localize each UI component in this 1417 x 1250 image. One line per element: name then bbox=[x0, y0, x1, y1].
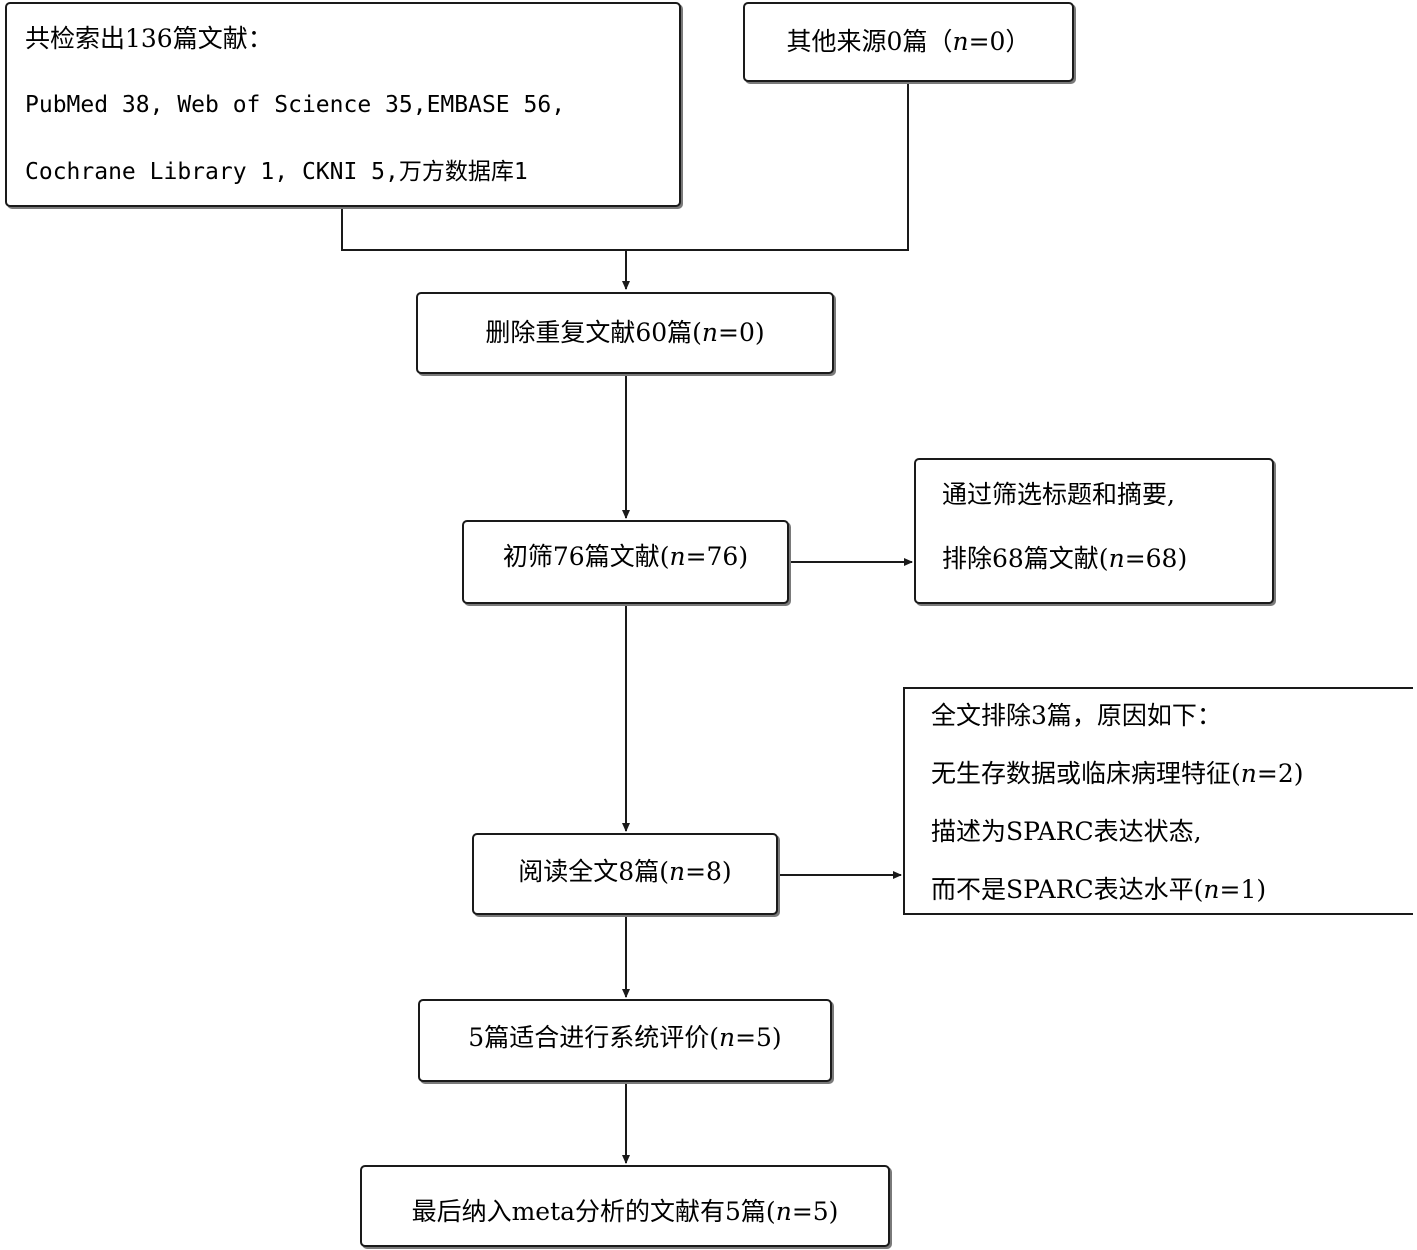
title-abstract-exclusion-count: 排除68篇文献(n=68) bbox=[942, 544, 1188, 573]
deduplication-text: 删除重复文献60篇(n=0) bbox=[485, 318, 765, 347]
full-text-exclusion-reason-2b: 而不是SPARC表达水平(n=1) bbox=[931, 875, 1267, 904]
search-results-box: 共检索出136篇文献： PubMed 38, Web of Science 35… bbox=[5, 2, 681, 207]
initial-screening-text: 初筛76篇文献(n=76) bbox=[502, 542, 749, 571]
full-text-exclusion-reason-1: 无生存数据或临床病理特征(n=2) bbox=[931, 759, 1304, 788]
search-databases-line1: PubMed 38, Web of Science 35,EMBASE 56, bbox=[25, 92, 566, 118]
other-sources-text: 其他来源0篇（n=0） bbox=[786, 27, 1031, 56]
initial-screening-box: 初筛76篇文献(n=76) bbox=[462, 520, 789, 604]
full-text-exclusion-box: 全文排除3篇，原因如下： 无生存数据或临床病理特征(n=2) 描述为SPARC表… bbox=[903, 687, 1413, 915]
systematic-review-box: 5篇适合进行系统评价(n=5) bbox=[418, 999, 832, 1082]
title-abstract-exclusion-box: 通过筛选标题和摘要, 排除68篇文献(n=68) bbox=[914, 458, 1274, 604]
title-abstract-exclusion-reason: 通过筛选标题和摘要, bbox=[942, 480, 1175, 509]
full-text-box: 阅读全文8篇(n=8) bbox=[472, 833, 778, 915]
deduplication-box: 删除重复文献60篇(n=0) bbox=[416, 292, 834, 374]
full-text-exclusion-reason-2a: 描述为SPARC表达状态, bbox=[931, 817, 1202, 846]
search-databases-line2: Cochrane Library 1, CKNI 5,万方数据库1 bbox=[25, 159, 528, 185]
systematic-review-text: 5篇适合进行系统评价(n=5) bbox=[468, 1023, 782, 1052]
full-text-text: 阅读全文8篇(n=8) bbox=[518, 857, 732, 886]
meta-analysis-box: 最后纳入meta分析的文献有5篇(n=5) bbox=[360, 1165, 890, 1247]
full-text-exclusion-title: 全文排除3篇，原因如下： bbox=[931, 701, 1222, 730]
meta-analysis-text: 最后纳入meta分析的文献有5篇(n=5) bbox=[411, 1197, 839, 1226]
other-sources-box: 其他来源0篇（n=0） bbox=[743, 2, 1074, 82]
search-summary-text: 共检索出136篇文献： bbox=[25, 24, 273, 53]
